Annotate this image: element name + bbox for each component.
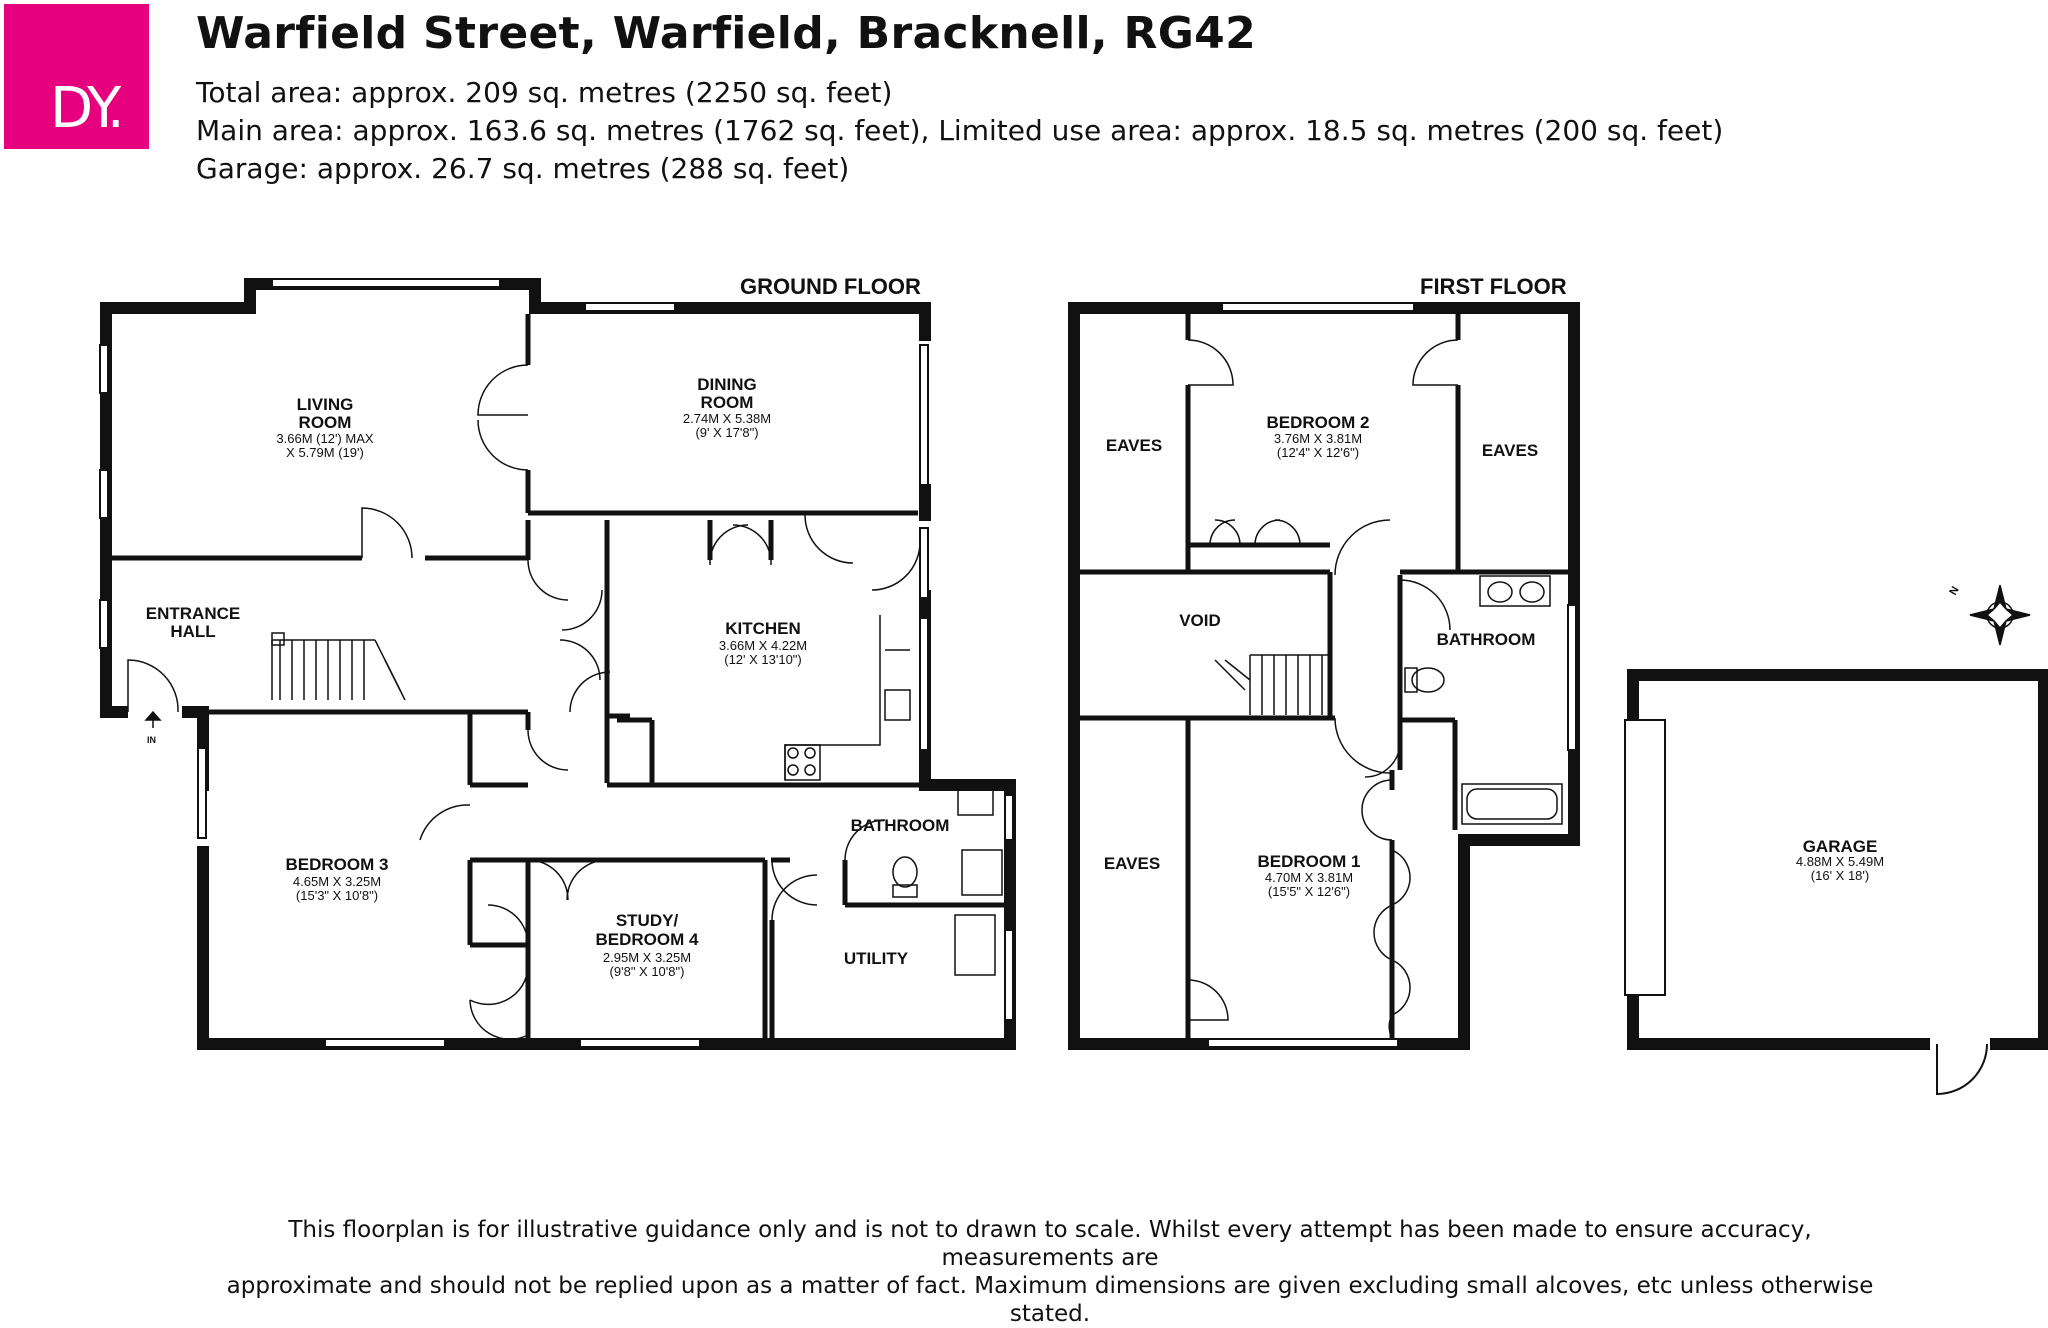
floorplan-drawing: GROUND FLOOR FIRST FLOOR IN N LIVING ROO… [99,274,2048,1096]
ground-floor-windows [99,278,1014,1048]
dining-room-dim-2: (9' X 17'8") [695,425,758,440]
bedroom-2-label: BEDROOM 2 [1267,413,1370,432]
kitchen-dim: 3.66M X 4.22M [719,638,807,653]
study-label-2: BEDROOM 4 [596,930,700,949]
bedroom-1-dim: 4.70M X 3.81M [1265,870,1353,885]
entrance-hall-label-2: HALL [170,622,215,641]
bedroom-1-dim-2: (15'5" X 12'6") [1268,884,1350,899]
ground-floor-stairs [271,632,406,701]
brand-logo: DY. [4,4,149,149]
first-bathroom-label: BATHROOM [1437,630,1536,649]
property-address: Warfield Street, Warfield, Bracknell, RG… [196,8,1256,59]
ground-floor-interior-walls [112,314,1004,1038]
garage-area: Garage: approx. 26.7 sq. metres (288 sq.… [196,152,850,185]
bedroom-3-dim-2: (15'3" X 10'8") [296,888,378,903]
eaves-top-right-label: EAVES [1482,441,1538,460]
void-label: VOID [1179,611,1221,630]
garage-label: GARAGE [1803,837,1878,856]
study-dim-2: (9'8" X 10'8") [610,964,685,979]
first-floor-windows [1207,302,1577,1048]
disclaimer-line-2: approximate and should not be replied up… [226,1273,1874,1327]
utility-label: UTILITY [844,949,909,968]
living-room-dim-2: X 5.79M (19') [286,445,364,460]
ground-floor-walls [100,278,1016,1050]
bedroom-3-dim: 4.65M X 3.25M [293,874,381,889]
compass-icon [1969,584,2031,646]
main-area: Main area: approx. 163.6 sq. metres (176… [196,114,1724,147]
garage-fittings [1624,719,1990,1096]
entrance-hall-label: ENTRANCE [146,604,240,623]
total-area: Total area: approx. 209 sq. metres (2250… [196,76,893,109]
garage-dim-2: (16' X 18') [1811,868,1869,883]
bedroom-2-dim: 3.76M X 3.81M [1274,431,1362,446]
entrance-marker: IN [147,735,156,745]
kitchen-fittings [784,615,1003,976]
garage-dim: 4.88M X 5.49M [1796,854,1884,869]
living-room-label-2: ROOM [299,413,352,432]
first-floor-title: FIRST FLOOR [1420,274,1567,299]
first-floor-stairs [1214,654,1330,715]
disclaimer-line-1: This floorplan is for illustrative guida… [288,1217,1812,1271]
first-floor-interior-walls [1080,314,1568,1038]
eaves-top-left-label: EAVES [1106,436,1162,455]
dining-room-label-2: ROOM [701,393,754,412]
dining-room-dim: 2.74M X 5.38M [683,411,771,426]
living-room-label: LIVING [297,395,354,414]
first-floor-doors [1187,339,1459,1039]
study-label: STUDY/ [616,911,679,930]
living-room-dim: 3.66M (12') MAX [276,431,373,446]
bedroom-1-label: BEDROOM 1 [1258,852,1361,871]
bedroom-2-dim-2: (12'4" X 12'6") [1277,445,1359,460]
eaves-bottom-left-label: EAVES [1104,854,1160,873]
ground-floor-doors [127,364,921,1041]
first-floor-bathroom-fittings [1404,575,1563,825]
disclaimer: This floorplan is for illustrative guida… [200,1216,1900,1328]
kitchen-label: KITCHEN [725,619,801,638]
compass-north-label: N [1947,584,1961,597]
dining-room-label: DINING [697,375,757,394]
logo-text: DY. [50,76,125,141]
ground-bathroom-label: BATHROOM [851,816,950,835]
bedroom-3-label: BEDROOM 3 [286,855,389,874]
first-floor-walls [1068,302,1580,1050]
kitchen-dim-2: (12' X 13'10") [724,652,802,667]
garage-walls [1627,669,2048,1050]
study-dim: 2.95M X 3.25M [603,950,691,965]
ground-floor-title: GROUND FLOOR [740,274,921,299]
entrance-arrow-icon [144,710,162,728]
